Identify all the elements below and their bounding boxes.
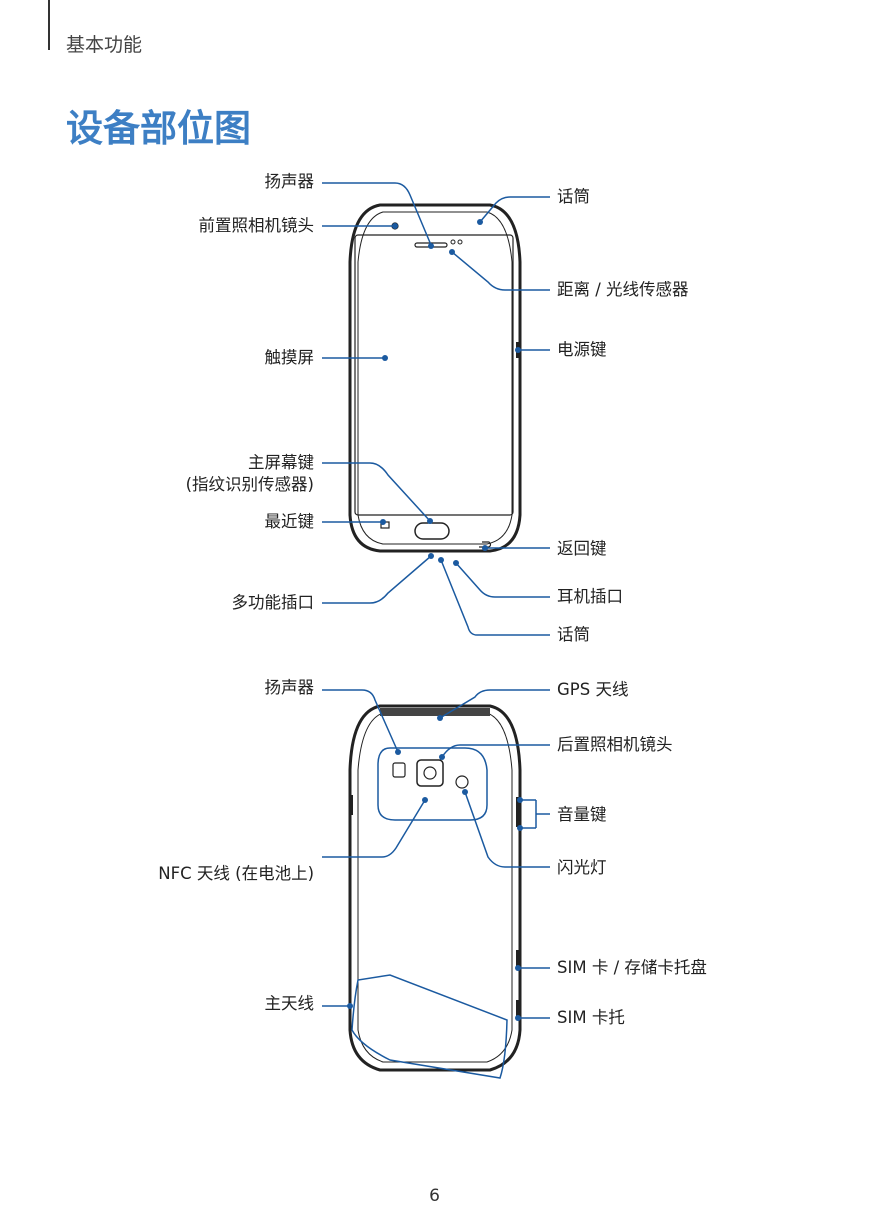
back-speaker-shape	[392, 762, 406, 778]
front-phone-body	[348, 203, 522, 553]
label-touchscreen: 触摸屏	[264, 348, 315, 367]
label-back-key: 返回键	[557, 539, 607, 558]
page-number: 6	[429, 1186, 440, 1206]
front-phone-inner-edge	[357, 211, 513, 545]
page-title: 设备部位图	[66, 107, 251, 150]
label-sim-tray: SIM 卡托	[557, 1008, 625, 1027]
callout-lines	[322, 182, 550, 1079]
callout-volume-key	[520, 799, 550, 829]
dot-gps-antenna	[437, 715, 443, 721]
dot-multipurpose-jack	[428, 553, 434, 559]
label-front-speaker: 扬声器	[264, 172, 315, 191]
back-key-icon	[479, 541, 492, 548]
label-recent-key: 最近键	[264, 512, 315, 531]
callout-proximity-sensor	[451, 251, 550, 291]
sensor-dot-1	[450, 239, 456, 245]
label-proximity-sensor: 距离 / 光线传感器	[557, 280, 689, 299]
callout-multipurpose-jack	[322, 555, 432, 604]
dot-volume-down	[517, 825, 523, 831]
section-header: 基本功能	[66, 34, 143, 56]
label-main-antenna: 主天线	[264, 994, 315, 1013]
label-back-speaker: 扬声器	[264, 678, 315, 697]
dot-microphone-bottom	[438, 557, 444, 563]
dot-proximity-sensor	[449, 249, 455, 255]
callout-dots	[347, 219, 523, 1021]
dot-rear-camera	[439, 754, 445, 760]
label-multipurpose-jack: 多功能插口	[231, 593, 315, 612]
header-rule	[48, 0, 50, 50]
front-screen	[354, 234, 514, 516]
callout-microphone-bottom	[440, 559, 550, 636]
flash-shape	[455, 775, 469, 789]
label-sim-memory-tray: SIM 卡 / 存储卡托盘	[557, 958, 707, 977]
top-strip	[380, 708, 490, 716]
back-phone-body	[348, 704, 522, 1072]
dot-front-speaker	[428, 243, 434, 249]
label-volume-key: 音量键	[557, 805, 607, 824]
label-flash: 闪光灯	[557, 858, 607, 877]
label-home-key-line2: (指纹识别传感器)	[185, 475, 314, 494]
callout-flash	[464, 791, 550, 868]
dot-main-antenna	[347, 1003, 353, 1009]
label-front-camera: 前置照相机镜头	[198, 216, 315, 235]
sim-card-tray-shape	[516, 1000, 520, 1020]
dot-back-key	[482, 545, 488, 551]
dot-front-camera	[392, 223, 398, 229]
label-nfc-antenna: NFC 天线 (在电池上)	[158, 864, 314, 883]
callout-nfc-antenna	[322, 799, 426, 858]
label-microphone-top: 话筒	[557, 187, 590, 206]
volume-key-shape	[516, 797, 520, 827]
sensor-dot-2	[457, 239, 463, 245]
home-key-shape	[414, 522, 450, 540]
callout-earphone-jack	[455, 562, 550, 598]
dot-earphone-jack	[453, 560, 459, 566]
dot-power-key	[515, 347, 521, 353]
back-phone-illustration	[348, 704, 522, 1072]
callout-gps-antenna	[439, 689, 550, 719]
callout-rear-camera	[441, 744, 550, 758]
dot-nfc-antenna	[422, 797, 428, 803]
label-microphone-bottom: 话筒	[557, 625, 590, 644]
dot-flash	[462, 789, 468, 795]
callout-back-speaker	[322, 689, 399, 753]
camera-outline-region	[377, 747, 488, 821]
label-rear-camera: 后置照相机镜头	[557, 735, 673, 754]
rear-camera-lens	[423, 766, 437, 780]
dot-recent-key	[380, 519, 386, 525]
dot-sim-memory-tray	[515, 965, 521, 971]
front-phone-illustration	[348, 203, 522, 553]
sim-tray-shape	[516, 950, 520, 970]
dot-touchscreen	[382, 355, 388, 361]
dot-back-speaker	[395, 749, 401, 755]
dot-volume-up	[517, 797, 523, 803]
dot-microphone-top	[477, 219, 483, 225]
label-home-key-line1: 主屏幕键	[248, 453, 314, 472]
callout-microphone-top	[479, 196, 550, 223]
callout-home-key	[322, 462, 431, 522]
callout-front-speaker	[322, 182, 432, 246]
label-earphone-jack: 耳机插口	[557, 587, 623, 606]
dot-home-key	[427, 518, 433, 524]
rear-camera-housing	[416, 759, 444, 787]
left-side-key-shape	[350, 795, 353, 815]
label-power-key: 电源键	[557, 340, 607, 359]
dot-sim-tray	[515, 1015, 521, 1021]
back-phone-inner-edge	[357, 712, 513, 1063]
main-antenna-region	[351, 974, 508, 1079]
label-gps-antenna: GPS 天线	[557, 680, 629, 699]
